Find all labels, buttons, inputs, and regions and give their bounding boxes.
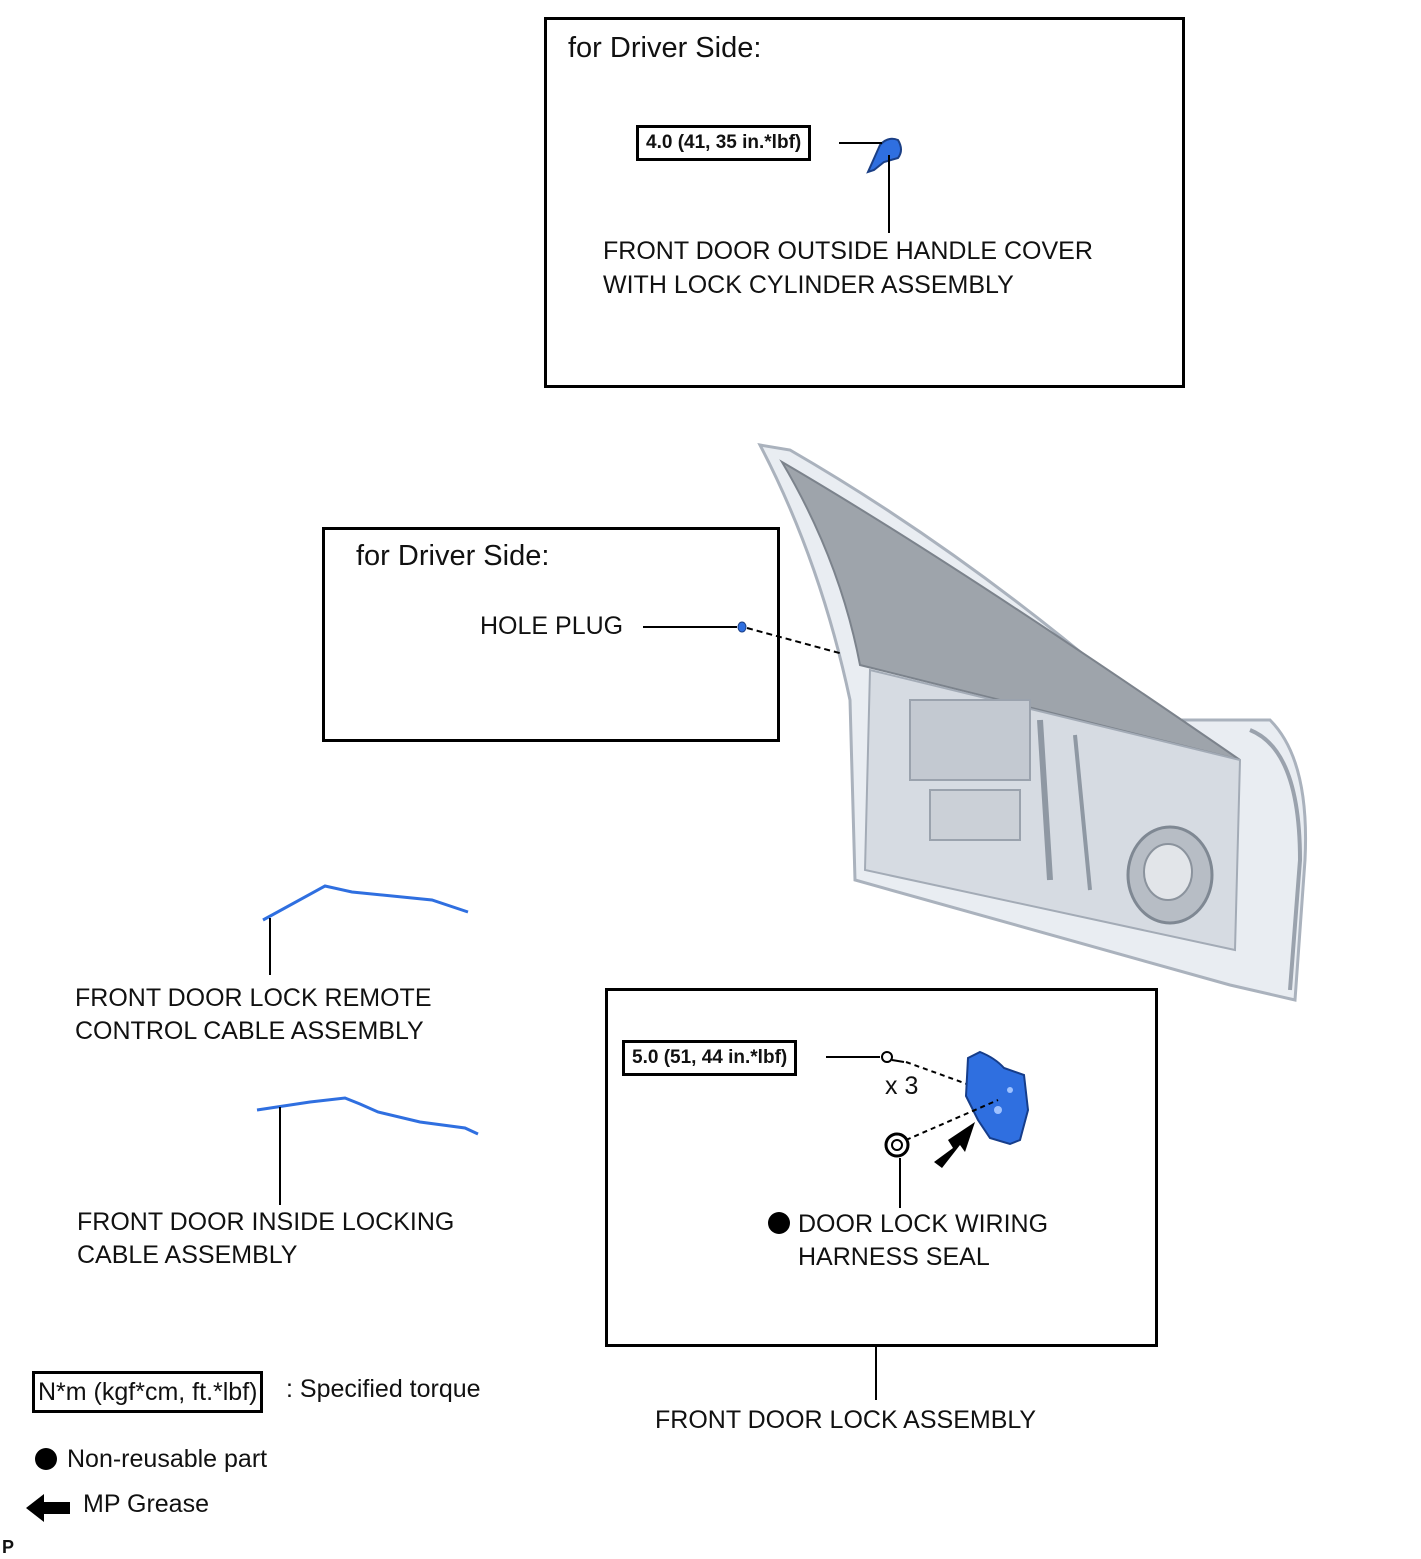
- torque-spec-handle: 4.0 (41, 35 in.*lbf): [636, 125, 812, 161]
- outside-handle-cover-part: [839, 137, 902, 233]
- legend-torque-desc: : Specified torque: [286, 1375, 481, 1403]
- non-reusable-marker-icon: [768, 1212, 790, 1234]
- corner-mark: P: [2, 1537, 15, 1557]
- handle-cover-label-line1: FRONT DOOR OUTSIDE HANDLE COVER: [603, 237, 1093, 265]
- legend-torque-unit: N*m (kgf*cm, ft.*lbf): [38, 1378, 258, 1406]
- legend-torque-box: N*m (kgf*cm, ft.*lbf): [32, 1371, 264, 1413]
- door-lock-box: [605, 988, 1158, 1347]
- driver-side-heading-top: for Driver Side:: [568, 32, 762, 64]
- torque-spec-lock: 5.0 (51, 44 in.*lbf): [622, 1040, 798, 1076]
- driver-side-heading-mid: for Driver Side:: [356, 540, 550, 572]
- hole-plug-part: [643, 621, 844, 655]
- inside-cable-label-line2: CABLE ASSEMBLY: [77, 1241, 298, 1269]
- handle-cover-label-line2: WITH LOCK CYLINDER ASSEMBLY: [603, 271, 1014, 299]
- inside-cable-label-line1: FRONT DOOR INSIDE LOCKING: [77, 1208, 455, 1236]
- legend-grease: MP Grease: [83, 1490, 209, 1518]
- legend-non-reusable: Non-reusable part: [67, 1445, 268, 1473]
- harness-seal-label-line2: HARNESS SEAL: [798, 1243, 990, 1271]
- harness-seal-label-line1: DOOR LOCK WIRING: [798, 1210, 1049, 1238]
- door-lock-assembly-label: FRONT DOOR LOCK ASSEMBLY: [655, 1406, 1037, 1434]
- driver-side-handle-box: [544, 17, 1185, 388]
- grease-arrow-icon: [26, 1494, 70, 1522]
- remote-cable-label-line1: FRONT DOOR LOCK REMOTE: [75, 984, 432, 1012]
- front-door-panel: [757, 443, 1308, 1002]
- hole-plug-label: HOLE PLUG: [480, 612, 624, 640]
- remote-control-cable-part: [262, 884, 469, 975]
- door-lock-assembly-part: [768, 1050, 1030, 1234]
- screw-count: x 3: [885, 1072, 919, 1100]
- legend-dot-icon: [35, 1448, 57, 1470]
- remote-cable-label-line2: CONTROL CABLE ASSEMBLY: [75, 1017, 424, 1045]
- driver-side-hole-plug-box: [322, 527, 780, 742]
- inside-locking-cable-part: [256, 1096, 479, 1205]
